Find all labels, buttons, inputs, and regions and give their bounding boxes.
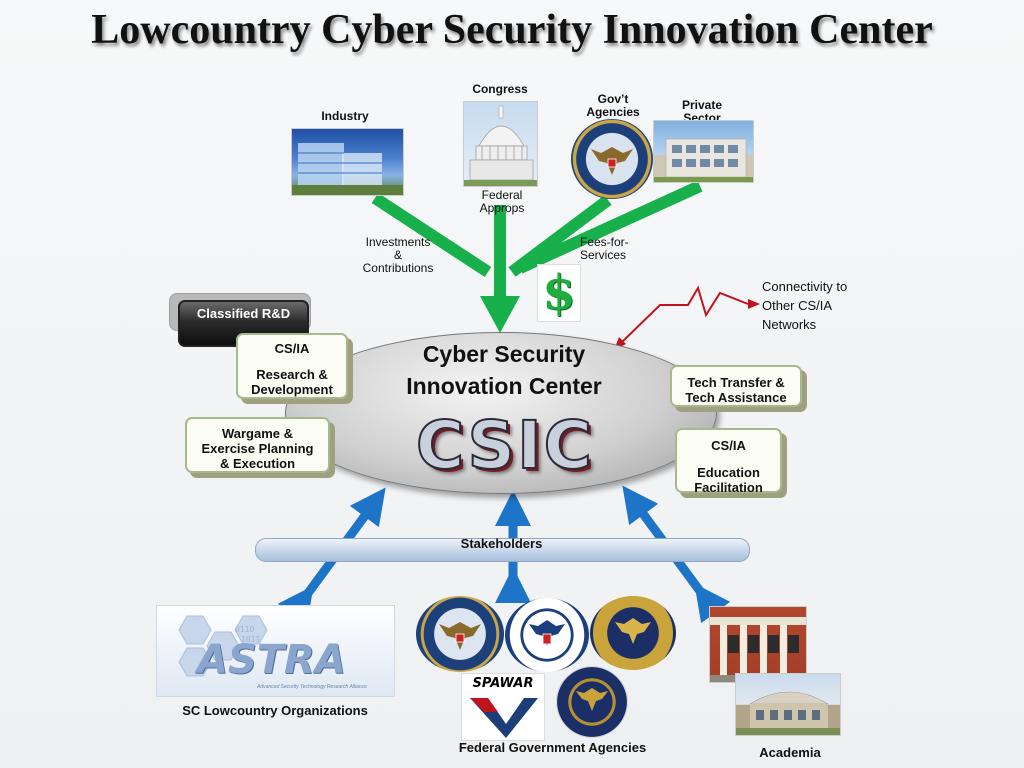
- astra-subtitle: Advanced Security Technology Research Al…: [257, 684, 367, 690]
- columns-building-icon: [710, 617, 806, 682]
- dod-seal-bottom-icon: [416, 596, 504, 672]
- astra-logo: 0110 1011 ASTRA Advanced Security Techno…: [156, 605, 395, 697]
- dod-seal-icon: [571, 119, 653, 199]
- office-building-icon: [654, 138, 753, 182]
- connectivity-arrowhead-right: [748, 299, 760, 309]
- page-title: Lowcountry Cyber Security Innovation Cen…: [91, 7, 933, 53]
- label-investments: Investments & Contributions: [362, 235, 434, 275]
- eagle-icon: [439, 622, 481, 650]
- funding-line-industry: [371, 192, 492, 278]
- sc-lowcountry-label: SC Lowcountry Organizations: [182, 703, 368, 718]
- csic-center-ellipse: [285, 332, 717, 494]
- dhs-eagle-icon: [529, 620, 565, 646]
- capitol-dome-icon: [464, 105, 537, 186]
- hexagon-pattern-icon: 0110 1011: [178, 615, 268, 677]
- csic-name-line2: Innovation Center: [406, 373, 602, 399]
- astra-wordmark: ASTRA: [197, 637, 346, 683]
- funding-line-private: [517, 180, 703, 274]
- svg-text:0110: 0110: [235, 625, 254, 634]
- research-box-title: CS/IA: [274, 341, 310, 356]
- research-box: CS/IA Research & Development: [236, 333, 348, 399]
- funding-arrowhead: [480, 296, 520, 333]
- label-federal-approps: Federal Approps: [479, 188, 525, 215]
- dollar-icon: $: [537, 264, 581, 322]
- label-fees: Fees-for- Services: [580, 235, 629, 262]
- spawar-logo: SPAWAR: [461, 673, 545, 741]
- nsa-eagle-icon: [576, 688, 608, 711]
- industry-building-icon: [292, 143, 403, 195]
- csic-logo: CSIC: [415, 406, 595, 485]
- academia-label: Academia: [759, 745, 821, 760]
- research-box-body: Research & Development: [251, 367, 333, 397]
- csic-name-line1: Cyber Security: [422, 341, 586, 367]
- csic-name: Cyber Security Innovation Center: [370, 338, 638, 402]
- education-box: CS/IA Education Facilitation: [675, 428, 782, 495]
- dhs-seal-icon: [505, 598, 589, 672]
- doj-eagle-icon: [615, 618, 651, 644]
- doj-seal-icon: [590, 596, 676, 670]
- education-box-title: CS/IA: [711, 438, 746, 453]
- connectivity-arrow: [619, 285, 749, 345]
- private-sector-building-image: [653, 120, 754, 183]
- tech-transfer-box: Tech Transfer & Tech Assistance: [670, 365, 802, 407]
- label-industry: Industry: [321, 109, 369, 123]
- spawar-wordmark: SPAWAR: [472, 676, 534, 691]
- academia-building-image-1: [709, 606, 807, 683]
- federal-agencies-label: Federal Government Agencies: [458, 740, 647, 755]
- spawar-chevron-icon: [470, 698, 538, 738]
- congress-capitol-image: [463, 101, 538, 187]
- stakeholders-bar: [255, 538, 750, 562]
- funding-arrows: [371, 180, 703, 300]
- stakeholders-label: Stakeholders: [460, 536, 543, 551]
- svg-text:1011: 1011: [241, 635, 260, 644]
- industry-building-image: [291, 128, 404, 196]
- nsa-seal-icon: [556, 666, 628, 738]
- label-congress: Congress: [472, 82, 528, 96]
- campus-building-icon: [736, 691, 840, 735]
- label-connectivity: Connectivity to Other CS/IA Networks: [762, 279, 848, 332]
- education-box-body: Education Facilitation: [694, 465, 763, 495]
- label-govt-agencies: Gov’t Agencies: [586, 92, 640, 119]
- eagle-icon: [591, 147, 633, 175]
- academia-building-image-2: [735, 673, 841, 736]
- wargame-box: Wargame & Exercise Planning & Execution: [185, 417, 330, 473]
